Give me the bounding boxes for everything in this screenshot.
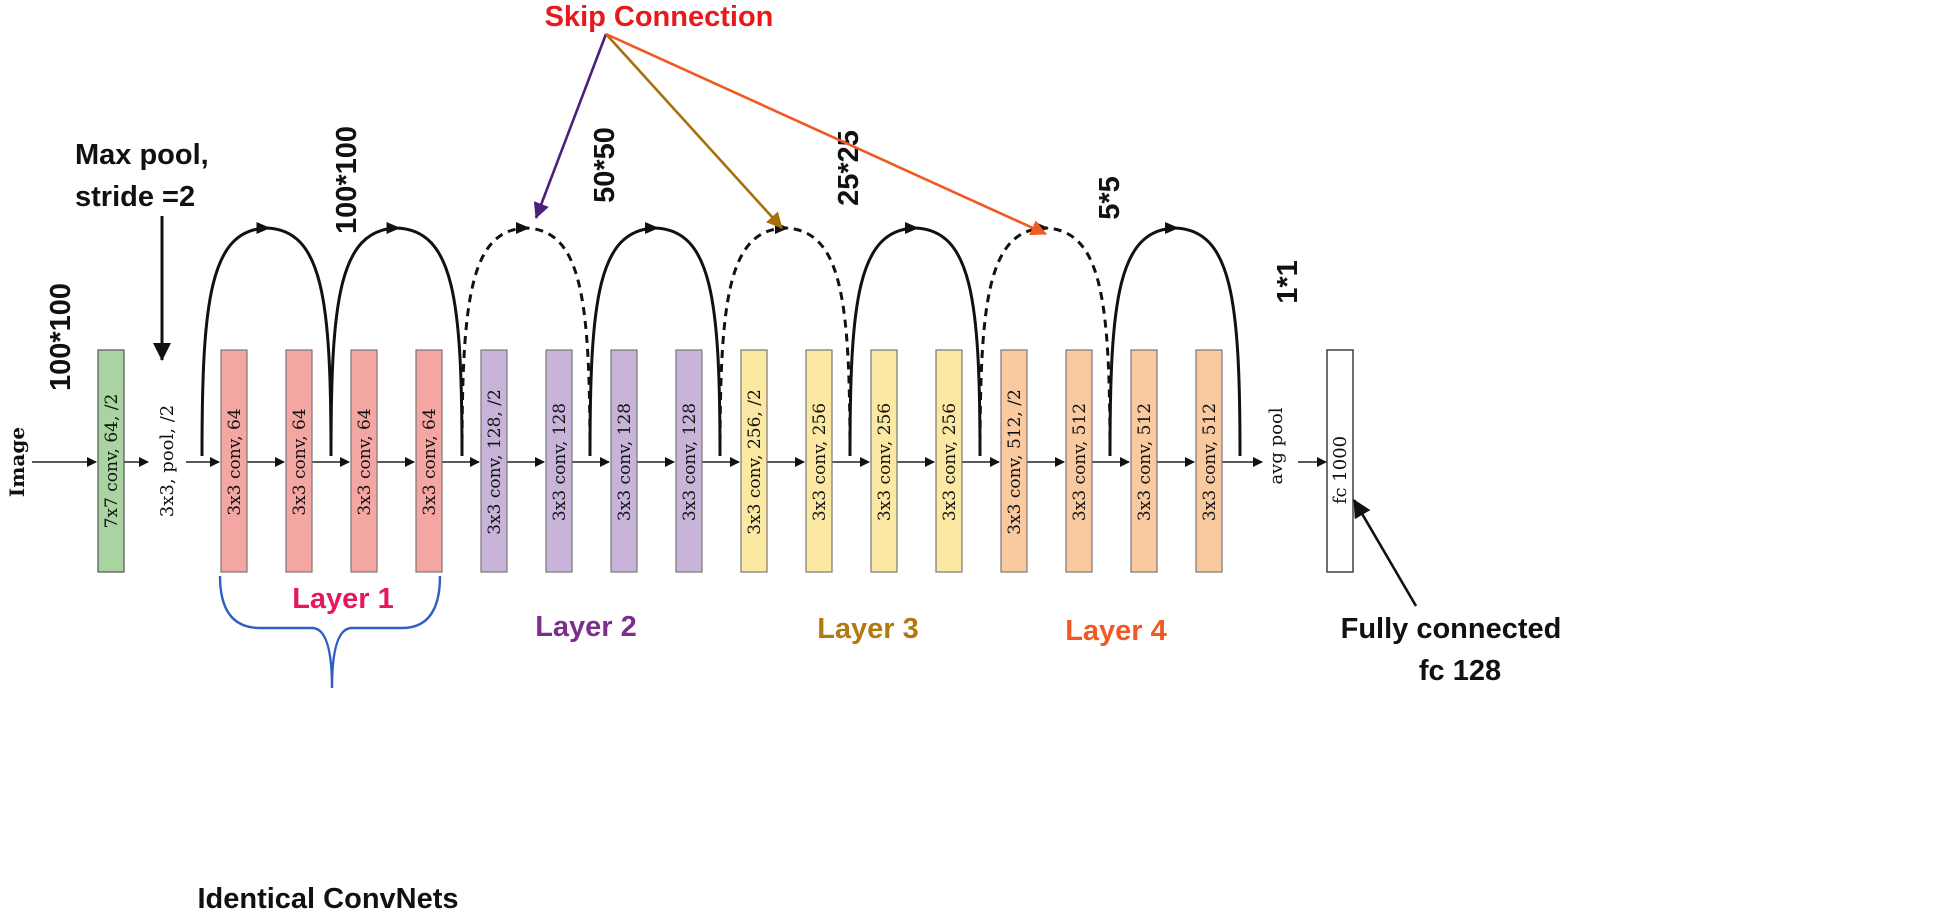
conv-block [805,349,833,573]
conv-block [610,349,638,573]
fc-note-arrow [1352,499,1418,607]
conv-block-label: 3x3 conv, 128, /2 [485,389,505,535]
conv-block-label: 3x3 conv, 512 [1070,403,1090,521]
conv-block-label: 3x3 conv, 64 [420,408,440,515]
brace-label: Identical ConvNets [197,883,458,912]
arc-arrowhead [905,222,919,234]
layer-label: Layer 2 [535,611,637,643]
fc-note-line1: Fully connected [1341,613,1562,645]
pool-label: 3x3, pool, /2 [157,405,178,517]
conv-block [740,349,768,573]
dimension-label: 1*1 [1272,260,1304,304]
conv-block-label: 3x3 conv, 128 [550,403,570,521]
conv-block [480,349,508,573]
arc-arrowhead [516,222,530,234]
identical-convnets-brace [218,575,442,689]
dimension-label: 5*5 [1094,176,1126,220]
fc-label: fc 1000 [1330,436,1351,504]
conv-block [545,349,573,573]
conv-block-label: 3x3 conv, 128 [615,403,635,521]
conv-block [220,349,248,573]
conv-blocks: 3x3 conv, 64 3x3 conv, 64 3x3 conv, 64 3x3 … [220,349,1223,573]
conv-block [675,349,703,573]
layer-label: Layer 4 [1065,615,1167,647]
layer-labels: Layer 1 Layer 2 Layer 3 Layer 4 [292,583,1167,647]
conv-block-label: 3x3 conv, 256 [875,403,895,521]
input-label: Image [5,427,29,497]
skip-connection-title: Skip Connection [545,1,774,33]
arc-arrowhead [645,222,659,234]
layer-label: Layer 1 [292,583,394,615]
conv-block [350,349,378,573]
conv-block [870,349,898,573]
conv-block-label: 3x3 conv, 512 [1135,403,1155,521]
dimension-label: 100*100 [45,283,77,391]
dimension-label: 100*100 [331,126,363,234]
dimension-labels: 100*100 100*100 50*50 25*25 5*5 1*1 [45,126,1304,391]
fc-note-line2: fc 128 [1419,655,1501,687]
first-conv-block [97,349,125,573]
arc-arrowhead [386,222,401,234]
first-conv-label: 7x7 conv, 64, /2 [102,394,122,529]
conv-block [1065,349,1093,573]
conv-block-label: 3x3 conv, 512 [1200,403,1220,521]
conv-block [415,349,443,573]
skip-arrow-purple [533,33,608,219]
conv-block-label: 3x3 conv, 64 [290,408,310,515]
conv-block-label: 3x3 conv, 64 [225,408,245,515]
fc-block [1326,349,1354,573]
conv-block-label: 3x3 conv, 128 [680,403,700,521]
conv-block [1130,349,1158,573]
conv-block [285,349,313,573]
dimension-label: 25*25 [833,130,865,206]
avgpool-label: avg pool [1266,407,1287,484]
conv-block-label: 3x3 conv, 256 [940,403,960,521]
skip-arrow-gold [605,33,783,229]
conv-block-label: 3x3 conv, 256, /2 [745,389,765,535]
maxpool-note-line1: Max pool, [75,139,209,171]
conv-block [1000,349,1028,573]
conv-block-label: 3x3 conv, 256 [810,403,830,521]
arc-arrowhead [1165,222,1179,234]
arc-arrowhead [256,222,271,234]
dimension-label: 50*50 [589,127,621,203]
skip-arrow-orange [605,32,1047,236]
maxpool-note-line2: stride =2 [75,181,195,213]
layer-label: Layer 3 [817,613,919,645]
conv-block [1195,349,1223,573]
conv-block-label: 3x3 conv, 64 [355,408,375,515]
conv-block-label: 3x3 conv, 512, /2 [1005,389,1025,535]
conv-block [935,349,963,573]
